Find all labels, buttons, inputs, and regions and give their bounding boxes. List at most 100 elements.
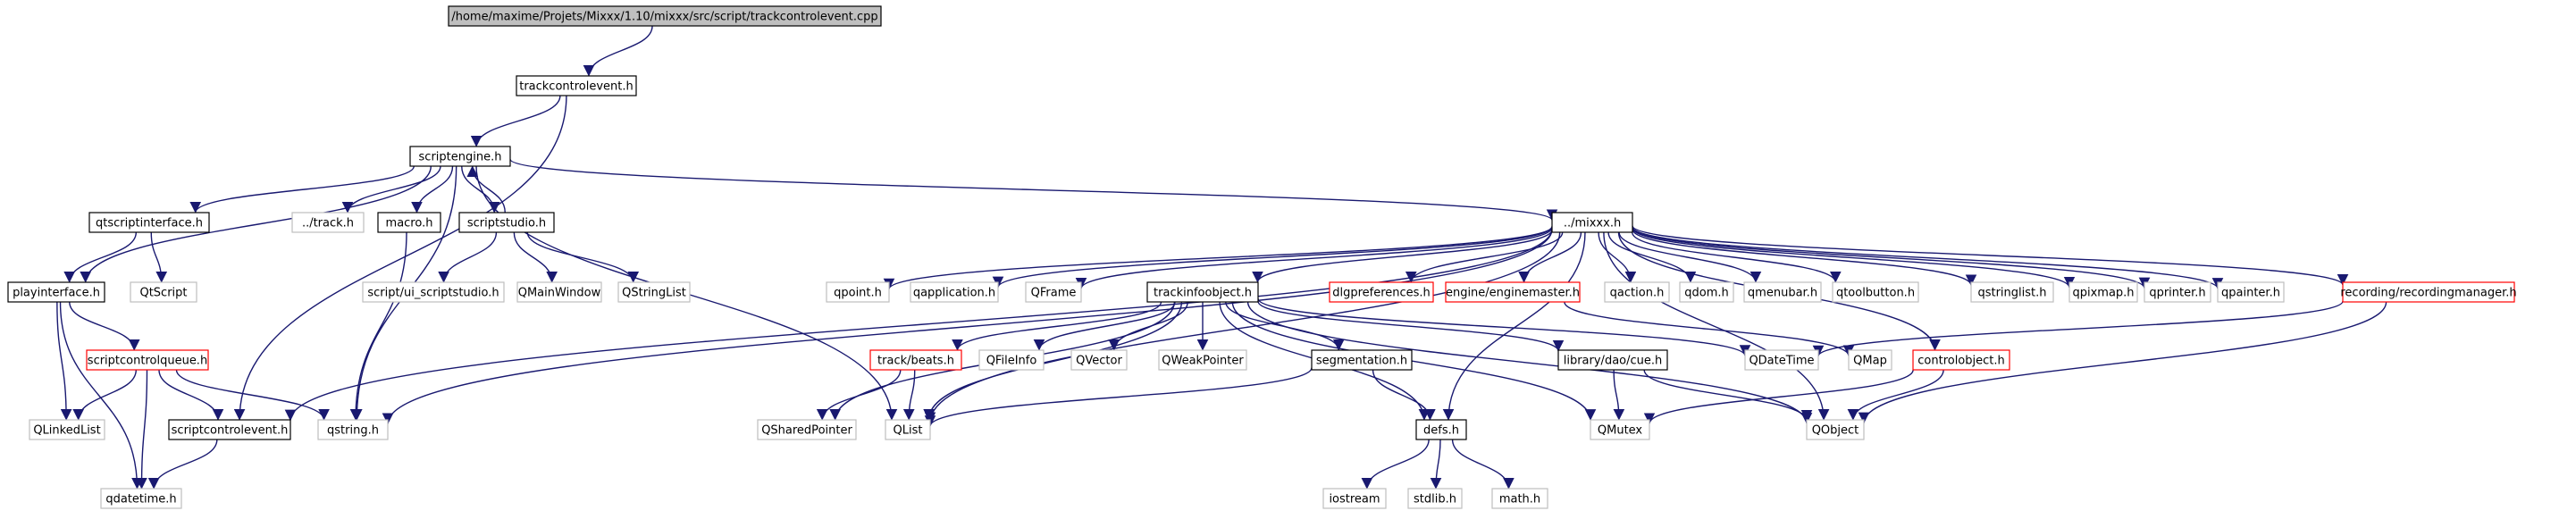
node-box	[1604, 281, 1670, 303]
node-box	[377, 212, 441, 233]
node-label: QObject	[1812, 424, 1859, 438]
node-box	[1322, 488, 1387, 509]
node-playinterface-h[interactable]: playinterface.h	[7, 281, 105, 303]
edge-scriptcontrolevent_h-to-qdatetime_h	[147, 439, 218, 490]
node-label: dlgpreferences.h	[1332, 287, 1431, 300]
node-label: trackinfoobject.h	[1154, 287, 1252, 300]
edge-trackinfoobject_h-to-QDateTime	[1257, 297, 1751, 356]
node-label: QStringList	[622, 287, 686, 300]
node-label: scriptstudio.h	[467, 217, 546, 230]
node-QSharedPointer: QSharedPointer	[757, 419, 857, 440]
node-macro-h[interactable]: macro.h	[377, 212, 441, 233]
edge-scriptengine_h-to-track_h_rel	[341, 165, 441, 213]
edge-playinterface_h-to-scriptcontrolqueue_h	[69, 301, 140, 351]
node-label: QMap	[1853, 355, 1887, 368]
node-box	[1590, 419, 1650, 440]
node-enginemaster-h[interactable]: engine/enginemaster.h	[1445, 281, 1581, 303]
node-box	[291, 212, 365, 233]
node-box	[617, 281, 691, 303]
node-box	[1445, 281, 1581, 303]
node-label: trackcontrolevent.h	[519, 80, 634, 94]
node-qdom-h: qdom.h	[1679, 281, 1734, 303]
node-qapplication-h: qapplication.h	[910, 281, 999, 303]
edge-playinterface_h-to-QLinkedList	[56, 301, 72, 421]
node-label: QtScript	[139, 287, 187, 300]
edge-cue_h-to-QObject	[1643, 369, 1813, 422]
node-label: controlobject.h	[1917, 355, 2005, 368]
node-defs-h[interactable]: defs.h	[1415, 419, 1467, 440]
node-scriptengine-h[interactable]: scriptengine.h	[409, 146, 511, 167]
node-qprinter-h: qprinter.h	[2144, 281, 2211, 303]
node-recordingmanager-h[interactable]: recording/recordingmanager.h	[2340, 281, 2517, 303]
node-root[interactable]: /home/maxime/Projets/Mixxx/1.10/mixxx/sr…	[448, 5, 882, 27]
node-label: qapplication.h	[913, 287, 995, 300]
node-QtScript: QtScript	[130, 281, 197, 303]
node-QMainWindow: QMainWindow	[516, 281, 602, 303]
edge-trackcontrolevent_h-to-scriptengine_h	[470, 95, 561, 147]
node-QVector: QVector	[1070, 349, 1128, 371]
edge-mixxx_h-to-qstringlist_h	[1632, 229, 1977, 286]
edge-mixxx_h-to-qapplication_h	[992, 226, 1553, 289]
node-box	[516, 281, 602, 303]
node-label: ../mixxx.h	[1564, 217, 1621, 230]
node-scriptcontrolevent-h[interactable]: scriptcontrolevent.h	[168, 419, 291, 440]
node-box	[885, 419, 931, 440]
node-box	[1407, 488, 1463, 509]
node-label: playinterface.h	[13, 287, 100, 300]
edge-scriptcontrolqueue_h-to-qdatetime_h	[136, 369, 148, 490]
node-dlgpreferences-h[interactable]: dlgpreferences.h	[1329, 281, 1434, 303]
node-box	[869, 349, 962, 371]
node-scriptcontrolqueue-h[interactable]: scriptcontrolqueue.h	[86, 349, 209, 371]
node-label: qpoint.h	[834, 287, 882, 300]
node-box	[1848, 349, 1892, 371]
node-scriptstudio-h[interactable]: scriptstudio.h	[458, 212, 555, 233]
edge-mixxx_h-to-QList	[924, 231, 1561, 424]
edge-trackinfoobject_h-to-QObject	[1246, 301, 1813, 424]
node-beats-h[interactable]: track/beats.h	[869, 349, 962, 371]
node-label: QFrame	[1031, 287, 1077, 300]
node-box	[1679, 281, 1734, 303]
node-box	[86, 349, 209, 371]
node-box	[1557, 349, 1668, 371]
node-box	[1415, 419, 1467, 440]
node-label: qstringlist.h	[1977, 287, 2046, 300]
node-label: qmenubar.h	[1748, 287, 1817, 300]
edge-recordingmanager_h-to-QDateTime	[1812, 300, 2344, 357]
node-trackinfoobject-h[interactable]: trackinfoobject.h	[1146, 281, 1259, 303]
edge-segmentation_h-to-defs_h	[1372, 369, 1436, 421]
node-controlobject-h[interactable]: controlobject.h	[1912, 349, 2010, 371]
node-qpixmap-h: qpixmap.h	[2068, 281, 2138, 303]
edge-mixxx_h-to-qaction_h	[1598, 231, 1637, 283]
node-label: QSharedPointer	[761, 424, 852, 438]
nodes-layer: /home/maxime/Projets/Mixxx/1.10/mixxx/sr…	[7, 5, 2517, 509]
edge-scriptengine_h-to-macro_h	[411, 165, 454, 213]
edge-scriptengine_h-to-qtscriptinterface_h	[189, 165, 415, 213]
edge-controlobject_h-to-QObject	[1847, 369, 1944, 421]
node-box	[1744, 349, 1819, 371]
edge-beats_h-to-QList	[902, 369, 916, 421]
edge-segmentation_h-to-QList	[924, 367, 1313, 427]
node-qtscriptinterface-h[interactable]: qtscriptinterface.h	[88, 212, 210, 233]
node-label: QList	[894, 424, 923, 438]
node-mixxx-h[interactable]: ../mixxx.h	[1551, 212, 1633, 233]
edge-mixxx_h-to-enginemaster_h	[1518, 231, 1582, 283]
node-box	[130, 281, 197, 303]
node-label: math.h	[1499, 493, 1540, 506]
node-label: QWeakPointer	[1162, 355, 1244, 368]
edge-trackinfoobject_h-to-QList	[923, 301, 1183, 421]
node-box	[1311, 349, 1413, 371]
edge-mixxx_h-to-defs_h	[1442, 231, 1586, 421]
node-box	[2342, 281, 2515, 303]
node-label: QVector	[1076, 355, 1122, 368]
node-QDateTime: QDateTime	[1744, 349, 1819, 371]
node-segmentation-h[interactable]: segmentation.h	[1311, 349, 1413, 371]
node-QList: QList	[885, 419, 931, 440]
node-box	[1329, 281, 1434, 303]
edge-playinterface_h-to-qdatetime_h	[59, 301, 143, 490]
node-trackcontrolevent-h[interactable]: trackcontrolevent.h	[516, 75, 637, 96]
node-label: defs.h	[1423, 424, 1459, 438]
node-qmenubar-h: qmenubar.h	[1743, 281, 1822, 303]
node-cue-h[interactable]: library/dao/cue.h	[1557, 349, 1668, 371]
node-QStringList: QStringList	[617, 281, 691, 303]
node-label: iostream	[1329, 493, 1380, 506]
